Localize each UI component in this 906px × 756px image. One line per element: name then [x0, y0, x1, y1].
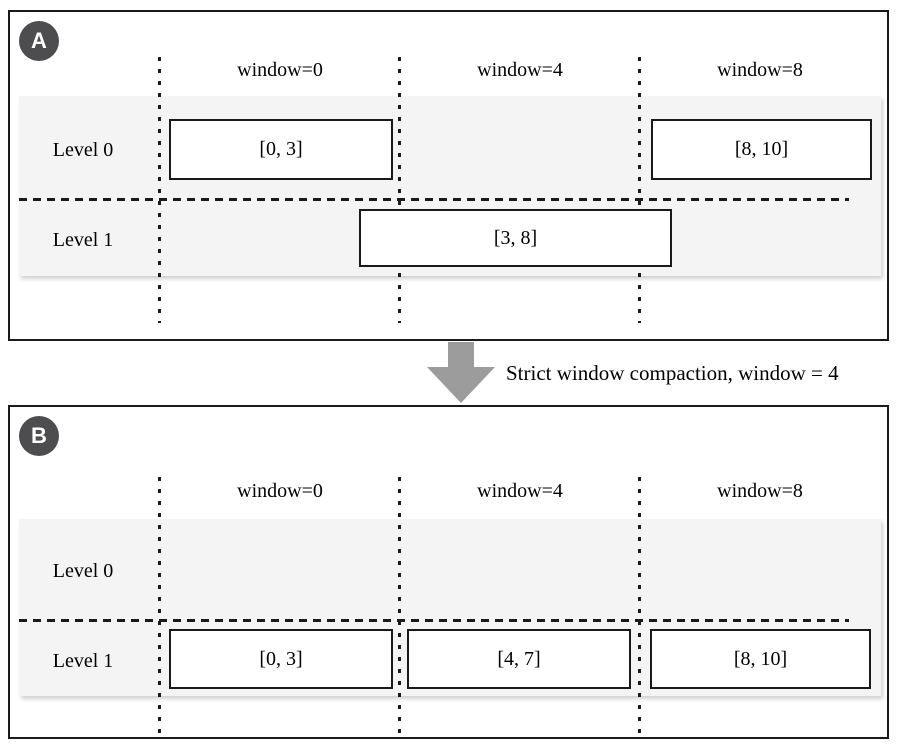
panel-b-level1-sstable-8-10: [8, 10] — [650, 629, 871, 689]
compaction-caption: Strict window compaction, window = 4 — [506, 361, 839, 385]
down-arrow-icon — [427, 342, 495, 403]
panel-a-level0-sstable-0-3: [0, 3] — [169, 119, 393, 180]
panel-b-badge: B — [19, 416, 59, 456]
panel-b-level1-label: Level 1 — [52, 650, 114, 672]
panel-b-header-window4: window=4 — [477, 480, 563, 502]
panel-b-header-window8: window=8 — [717, 480, 803, 502]
panel-b-window-divider-0 — [158, 477, 161, 735]
panel-a-header-window8: window=8 — [717, 59, 803, 81]
panel-a-badge: A — [19, 21, 59, 61]
panel-a-header-window0: window=0 — [237, 59, 323, 81]
panel-b: B window=0 window=4 window=8 Level 0 Lev… — [8, 405, 889, 739]
panel-a-header-window4: window=4 — [477, 59, 563, 81]
panel-a-window-divider-4 — [398, 57, 401, 323]
panel-b-level1-sstable-4-7: [4, 7] — [407, 629, 631, 689]
panel-a-level-separator — [19, 198, 849, 201]
panel-a-level0-sstable-8-10: [8, 10] — [651, 119, 872, 180]
panel-a-level1-sstable-3-8: [3, 8] — [359, 209, 672, 267]
panel-b-level1-sstable-0-3: [0, 3] — [169, 629, 393, 689]
panel-b-window-divider-8 — [638, 477, 641, 735]
panel-a-level1-label: Level 1 — [52, 229, 114, 251]
panel-b-window-divider-4 — [398, 477, 401, 735]
panel-a-level0-label: Level 0 — [52, 139, 114, 161]
panel-b-header-window0: window=0 — [237, 480, 323, 502]
panel-a: A window=0 window=4 window=8 Level 0 Lev… — [8, 10, 889, 341]
panel-a-window-divider-8 — [638, 57, 641, 323]
panel-b-level0-label: Level 0 — [52, 560, 114, 582]
panel-b-level-separator — [19, 619, 849, 622]
panel-a-window-divider-0 — [158, 57, 161, 323]
